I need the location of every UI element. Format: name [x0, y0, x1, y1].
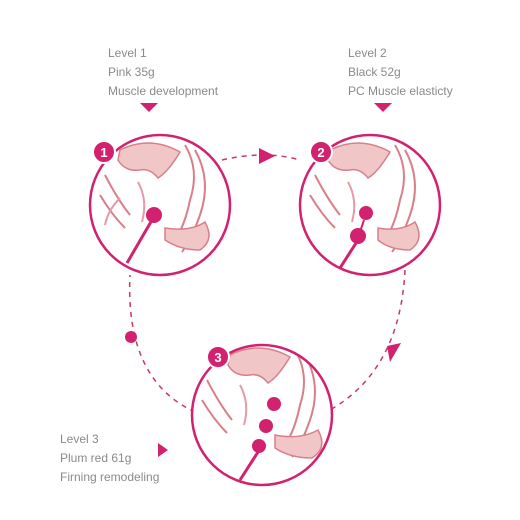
anatomy-illustration-1 [88, 133, 232, 277]
level-2-detail: Black 52g [348, 65, 401, 79]
level-3-detail: Plum red 61g [60, 451, 132, 465]
pointer-level-1-icon [140, 103, 158, 112]
level-1-number: 1 [100, 145, 107, 160]
anatomy-illustration-3 [190, 343, 334, 487]
level-3-label: Level 3 Plum red 61g Firning remodeling [60, 430, 159, 487]
level-2-title: Level 2 [348, 46, 387, 60]
pointer-level-2-icon [374, 103, 392, 112]
level-1-benefit: Muscle development [108, 84, 219, 98]
level-1-label: Level 1 Pink 35g Muscle development [108, 44, 218, 101]
level-3-badge: 3 [206, 345, 230, 369]
dot-marker-icon [125, 331, 137, 343]
arrow-down-icon [387, 343, 401, 362]
level-1-title: Level 1 [108, 46, 147, 60]
level-2-label: Level 2 Black 52g PC Muscle elasticty [348, 44, 453, 101]
level-2-benefit: PC Muscle elasticty [348, 84, 453, 98]
level-1-badge: 1 [92, 140, 116, 164]
level-2-number: 2 [317, 145, 324, 160]
level-3-number: 3 [214, 350, 221, 365]
level-3-benefit: Firning remodeling [60, 470, 160, 484]
level-1-detail: Pink 35g [108, 65, 155, 79]
level-2-badge: 2 [309, 140, 333, 164]
arrow-right-icon [259, 148, 275, 164]
anatomy-illustration-2 [298, 133, 442, 277]
connector-2-to-3 [329, 269, 406, 411]
pointer-level-3-icon [158, 443, 168, 457]
level-3-title: Level 3 [60, 432, 99, 446]
connector-3-to-1 [128, 274, 196, 413]
